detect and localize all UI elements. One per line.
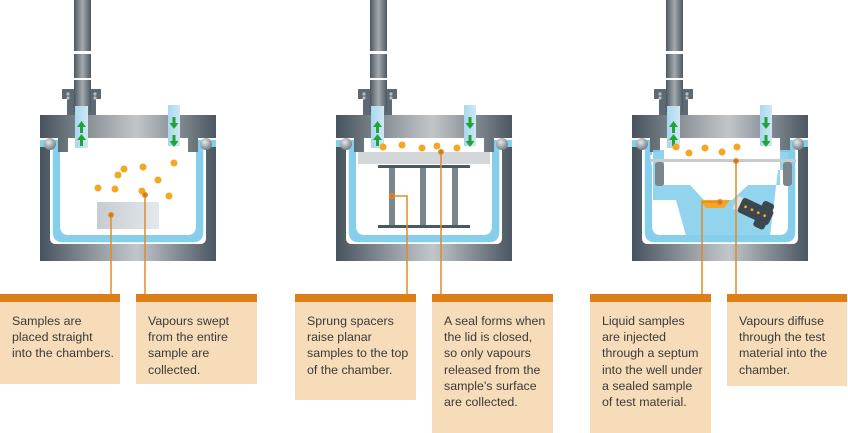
callout-bar [590, 294, 711, 302]
callout-bar [0, 294, 120, 302]
callout-text: Vapours diffuse through the test materia… [739, 314, 828, 377]
sample-block-icon [97, 202, 159, 229]
vapour-dots-icon [94, 159, 178, 200]
callout-bar [727, 294, 847, 302]
callout-text: Vapours swept from the entire sample are… [148, 314, 230, 377]
callout-box: Vapours swept from the entire sample are… [136, 294, 257, 384]
callout-bar [295, 294, 416, 302]
panel-permeation [631, 0, 809, 294]
callout-text: Liquid samples are injected through a se… [602, 314, 703, 410]
callout-bar [432, 294, 553, 302]
callout-lines [108, 192, 148, 294]
callout-lines [701, 158, 739, 294]
planar-sample-icon [358, 152, 490, 164]
panel-bulk [39, 0, 217, 294]
callout-box: A seal forms when the lid is closed, so … [432, 294, 553, 433]
callout-text: Sprung spacers raise planar samples to t… [307, 314, 409, 377]
septum-injector-icon [732, 195, 775, 230]
callout-box: Samples are placed straight into the cha… [0, 294, 120, 384]
vapour-dots-icon [379, 141, 461, 152]
callout-text: A seal forms when the lid is closed, so … [444, 314, 546, 410]
callout-box: Liquid samples are injected through a se… [590, 294, 711, 433]
panel-surface [335, 0, 513, 294]
callout-box: Vapours diffuse through the test materia… [727, 294, 847, 386]
vapour-dots-icon [672, 143, 741, 157]
callout-text: Samples are placed straight into the cha… [12, 314, 114, 361]
callout-bar [136, 294, 257, 302]
callout-lines [389, 149, 444, 294]
callout-box: Sprung spacers raise planar samples to t… [295, 294, 416, 400]
